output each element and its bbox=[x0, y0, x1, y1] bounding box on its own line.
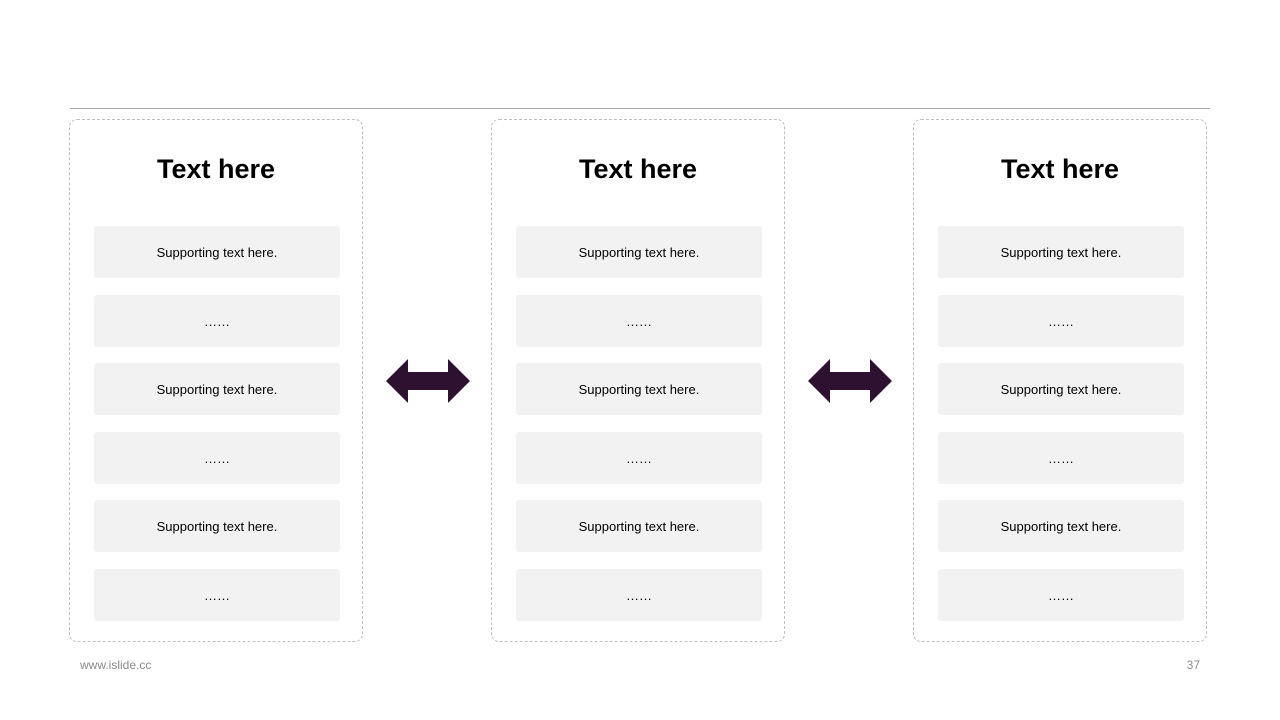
panel-1: Text here Supporting text here. …… Suppo… bbox=[69, 119, 363, 642]
footer-url[interactable]: www.islide.cc bbox=[80, 658, 152, 672]
panel-3: Text here Supporting text here. …… Suppo… bbox=[913, 119, 1207, 642]
panel-item: Supporting text here. bbox=[94, 500, 340, 552]
panel-item: …… bbox=[516, 295, 762, 347]
panel-item: Supporting text here. bbox=[938, 226, 1184, 278]
top-divider bbox=[70, 108, 1210, 109]
panel-item: Supporting text here. bbox=[94, 363, 340, 415]
panel-item: …… bbox=[938, 295, 1184, 347]
panel-item: …… bbox=[938, 569, 1184, 621]
panel-item: Supporting text here. bbox=[516, 363, 762, 415]
page-number: 37 bbox=[1186, 658, 1200, 672]
panel-item: Supporting text here. bbox=[938, 500, 1184, 552]
panel-item: Supporting text here. bbox=[516, 226, 762, 278]
panel-item: …… bbox=[94, 295, 340, 347]
panel-title: Text here bbox=[578, 154, 698, 184]
panel-item: …… bbox=[94, 569, 340, 621]
panel-item: Supporting text here. bbox=[938, 363, 1184, 415]
panel-item: Supporting text here. bbox=[94, 226, 340, 278]
panel-item: Supporting text here. bbox=[516, 500, 762, 552]
panel-item: …… bbox=[516, 432, 762, 484]
double-arrow-shape bbox=[386, 359, 470, 403]
panel-item: …… bbox=[94, 432, 340, 484]
panel-item: …… bbox=[938, 432, 1184, 484]
double-arrow-icon bbox=[808, 359, 892, 403]
double-arrow-shape bbox=[808, 359, 892, 403]
double-arrow-icon bbox=[386, 359, 470, 403]
panel-item: …… bbox=[516, 569, 762, 621]
panel-title: Text here bbox=[156, 154, 276, 184]
panel-title: Text here bbox=[1000, 154, 1120, 184]
panel-2: Text here Supporting text here. …… Suppo… bbox=[491, 119, 785, 642]
